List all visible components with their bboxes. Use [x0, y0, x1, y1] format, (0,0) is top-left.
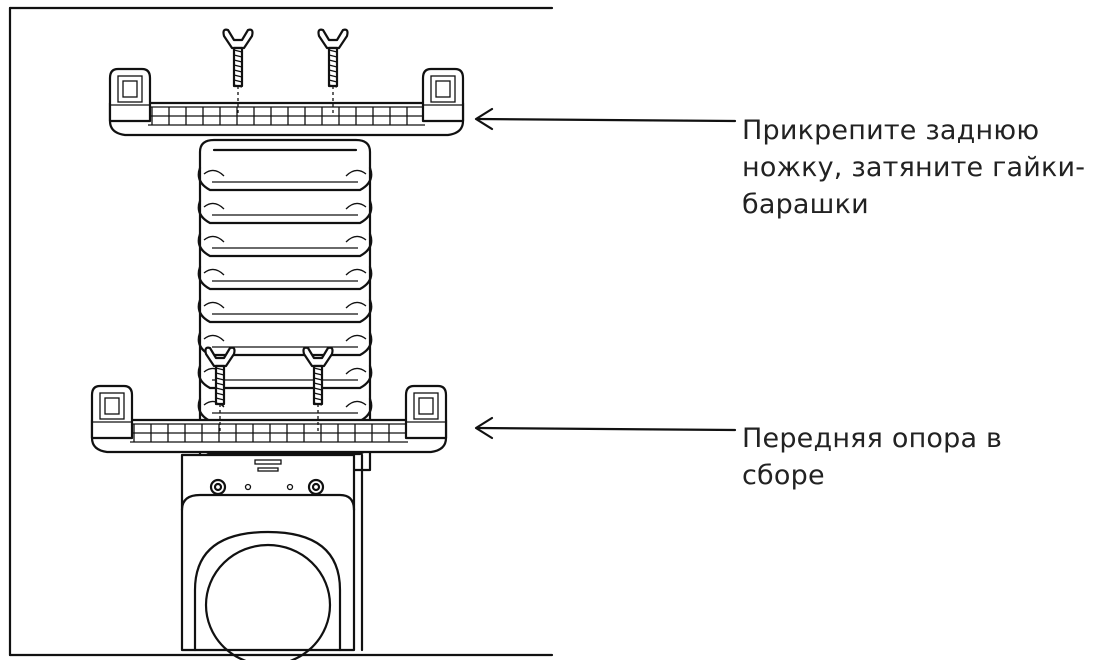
arrow-left-icon: [474, 107, 737, 131]
arrow-left-icon: [474, 416, 737, 440]
control-unit: [180, 453, 364, 660]
wing-nut-icon: [302, 346, 334, 434]
wing-nut-icon: [222, 28, 254, 116]
front-leg: [90, 384, 448, 454]
front-support-callout: Передняя опора в сборе: [742, 423, 1003, 491]
wing-nut-icon: [317, 28, 349, 116]
diagram-frame: [8, 6, 554, 657]
rear-leg-callout: Прикрепите заднюю ножку, затяните гайки-…: [742, 115, 1086, 220]
wing-nut-icon: [204, 346, 236, 434]
rear-leg: [108, 67, 465, 137]
